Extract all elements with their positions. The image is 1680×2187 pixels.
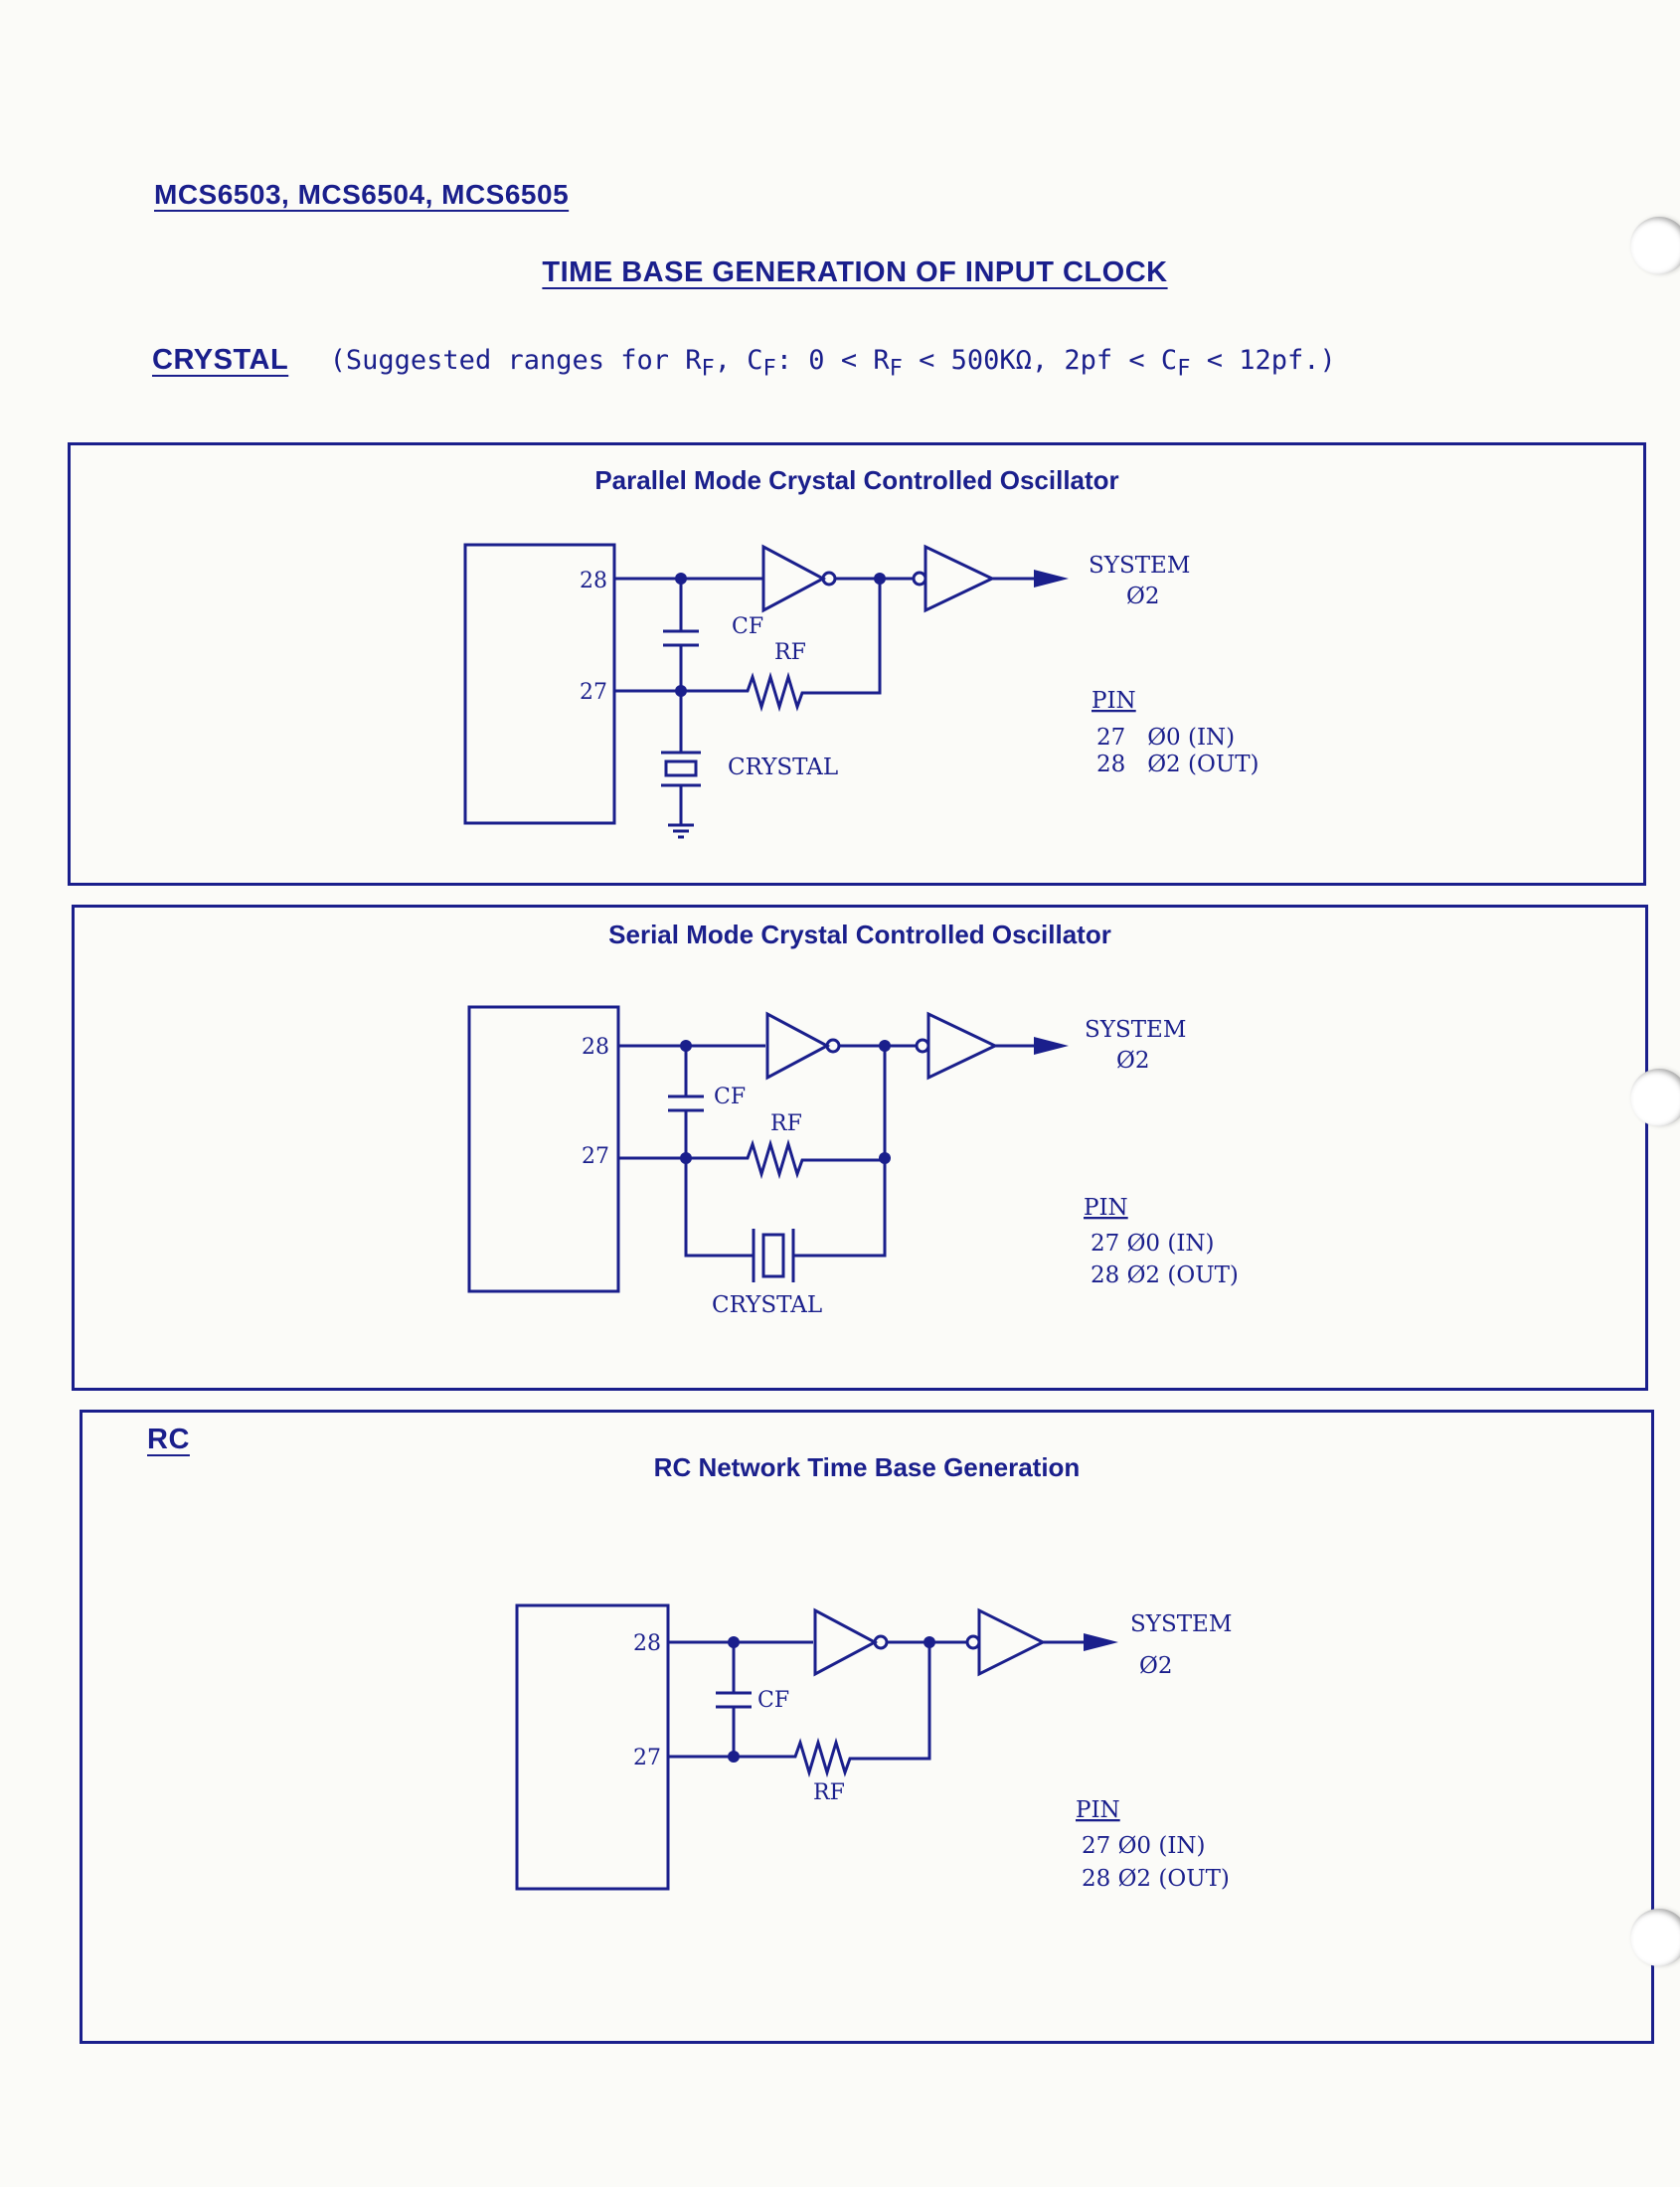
- note-sub-4: F: [1177, 356, 1191, 382]
- junction-dot: [680, 1152, 692, 1164]
- rc-heading: RC: [147, 1424, 190, 1455]
- note-sub-3: F: [889, 356, 903, 382]
- binder-hole: [1630, 1909, 1680, 1966]
- pin-row: 28 Ø2 (OUT): [1091, 1262, 1239, 1288]
- pin-28-label: 28: [580, 569, 607, 593]
- phi2-label: Ø2: [1139, 1653, 1173, 1679]
- pin-row: 28 Ø2 (OUT): [1096, 752, 1260, 777]
- junction-dot: [675, 685, 687, 697]
- crystal-icon: [664, 759, 698, 777]
- cf-capacitor: [668, 1046, 704, 1158]
- panel-title: RC Network Time Base Generation: [653, 1452, 1081, 1482]
- cf-capacitor: [716, 1642, 752, 1757]
- rf-label: RF: [770, 1111, 802, 1136]
- note-sub-1: F: [701, 356, 715, 382]
- note-comma: , C: [714, 345, 763, 376]
- serial-schematic: 28 27 CF RF CRYSTAL SYSTEM Ø2 PIN 27 Ø0 …: [467, 1005, 1239, 1318]
- panel-title: Parallel Mode Crystal Controlled Oscilla…: [594, 465, 1119, 495]
- junction-dot: [879, 1152, 891, 1164]
- pin-row: 27 Ø0 (IN): [1096, 725, 1235, 751]
- junction-dot: [728, 1751, 740, 1763]
- document-id: MCS6503, MCS6504, MCS6505: [154, 179, 570, 210]
- cf-label: CF: [757, 1688, 789, 1713]
- parallel-mode-panel: Parallel Mode Crystal Controlled Oscilla…: [68, 442, 1646, 886]
- pin-27-label: 27: [580, 680, 607, 705]
- junction-dot: [680, 1040, 692, 1052]
- rf-resistor: [734, 1642, 931, 1778]
- inverter-2-icon: [977, 1607, 1047, 1677]
- crystal-ground: [661, 751, 701, 839]
- phi2-label: Ø2: [1116, 1048, 1150, 1074]
- wire-27: [614, 689, 683, 753]
- pin-row: 28 Ø2 (OUT): [1082, 1866, 1230, 1892]
- pin-table-header: PIN: [1076, 1797, 1120, 1823]
- phi2-label: Ø2: [1126, 584, 1160, 609]
- rf-resistor: [681, 579, 882, 713]
- pin-table-header: PIN: [1084, 1195, 1128, 1221]
- page-title: TIME BASE GENERATION OF INPUT CLOCK: [542, 256, 1168, 288]
- note-range-2: < 500KΩ, 2pf < C: [902, 345, 1178, 376]
- cf-capacitor: [663, 579, 699, 691]
- output-arrow-icon: [1034, 1037, 1069, 1055]
- inverter-2-icon: [924, 544, 996, 613]
- rc-schematic: 28 27 CF RF SYSTEM Ø2 PIN 27 Ø0 (IN) 28 …: [515, 1603, 1232, 1892]
- cf-label: CF: [732, 614, 763, 639]
- note-end: < 12pf.): [1190, 345, 1336, 376]
- chip-block: [467, 1005, 620, 1293]
- panel-title: Serial Mode Crystal Controlled Oscillato…: [608, 920, 1111, 949]
- parallel-schematic: 28 27 CF RF CRYSTAL SYSTEM Ø2 PIN 27 Ø0 …: [463, 543, 1260, 839]
- pin-27-label: 27: [633, 1746, 661, 1770]
- cf-label: CF: [714, 1085, 746, 1109]
- inverter-bubble: [915, 1038, 930, 1054]
- crystal-section-line: CRYSTAL (Suggested ranges for RF, CF: 0 …: [152, 343, 1336, 381]
- pin-28-label: 28: [582, 1035, 609, 1060]
- rc-network-panel: RC Network Time Base Generation: [80, 1410, 1654, 2044]
- rf-label: RF: [774, 640, 806, 665]
- crystal-label: CRYSTAL: [712, 1292, 822, 1318]
- crystal-loop: [684, 1158, 887, 1282]
- inverter-1-icon: [761, 544, 827, 613]
- serial-mode-panel: Serial Mode Crystal Controlled Oscillato…: [72, 905, 1648, 1391]
- inverter-2-icon: [926, 1011, 999, 1081]
- pin-27-label: 27: [582, 1144, 609, 1169]
- binder-hole: [1630, 1069, 1680, 1126]
- pin-row: 27 Ø0 (IN): [1082, 1833, 1206, 1859]
- rf-label: RF: [813, 1780, 845, 1805]
- inverter-1-icon: [765, 1011, 831, 1081]
- chip-block: [515, 1603, 670, 1891]
- output-arrow-icon: [1084, 1633, 1118, 1651]
- binder-hole: [1630, 217, 1680, 274]
- junction-dot: [728, 1636, 740, 1648]
- rf-resistor: [686, 1046, 887, 1180]
- note-sub-2: F: [762, 356, 776, 382]
- pin-table-header: PIN: [1092, 688, 1136, 714]
- note-prefix: (Suggested ranges for R: [329, 345, 702, 376]
- crystal-heading: CRYSTAL: [152, 344, 289, 376]
- pin-28-label: 28: [633, 1631, 661, 1656]
- output-arrow-icon: [1034, 570, 1069, 588]
- chip-block: [463, 543, 616, 825]
- inverter-bubble: [965, 1634, 981, 1650]
- system-label: SYSTEM: [1089, 553, 1190, 579]
- crystal-icon: [761, 1233, 785, 1278]
- system-label: SYSTEM: [1130, 1611, 1232, 1637]
- crystal-label: CRYSTAL: [728, 755, 838, 780]
- system-label: SYSTEM: [1085, 1017, 1186, 1043]
- inverter-bubble: [912, 571, 927, 587]
- pin-row: 27 Ø0 (IN): [1091, 1231, 1215, 1257]
- junction-dot: [675, 573, 687, 585]
- inverter-1-icon: [813, 1607, 879, 1677]
- crystal-range-note: (Suggested ranges for RF, CF: 0 < RF < 5…: [297, 345, 1336, 381]
- note-range-1: : 0 < R: [775, 345, 890, 376]
